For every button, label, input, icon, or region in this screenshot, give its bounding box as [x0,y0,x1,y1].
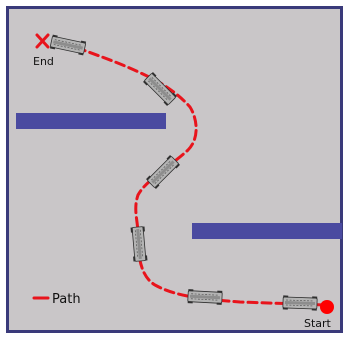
wall-right [192,223,342,239]
end-label: End [33,55,54,68]
arena-floor [9,9,340,330]
dot-icon [320,300,334,314]
start-label: Start [304,317,332,330]
legend-path-label: Path [52,292,81,307]
wall-left [16,113,166,129]
vehicle-icon [282,294,318,312]
x-mark-icon [35,33,50,49]
